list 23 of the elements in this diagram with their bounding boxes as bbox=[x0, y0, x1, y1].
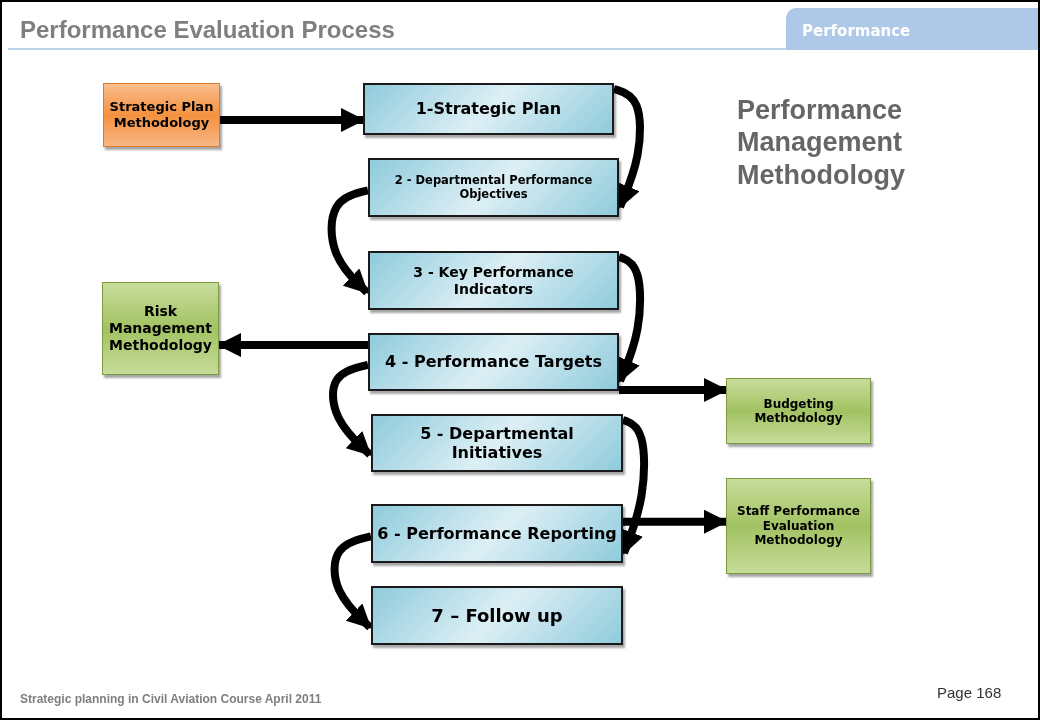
header-tab: Performance bbox=[786, 8, 1038, 50]
side-heading: Performance Management Methodology bbox=[737, 94, 906, 192]
curved-arrow bbox=[330, 532, 373, 631]
process-box: 5 - Departmental Initiatives bbox=[371, 414, 623, 472]
methodology-box: Risk Management Methodology bbox=[102, 282, 219, 375]
process-box: 1-Strategic Plan bbox=[363, 83, 614, 135]
methodology-box: Budgeting Methodology bbox=[726, 378, 871, 444]
curved-arrow bbox=[329, 361, 373, 458]
arrow bbox=[220, 108, 365, 132]
arrow bbox=[623, 509, 728, 534]
footer-note: Strategic planning in Civil Aviation Course April 2011 bbox=[20, 692, 322, 706]
process-box: 2 - Departmental Performance Objectives bbox=[368, 158, 619, 217]
process-box: 6 - Performance Reporting bbox=[371, 504, 623, 563]
process-box: 4 - Performance Targets bbox=[368, 333, 619, 391]
process-box: 3 - Key Performance Indicators bbox=[368, 251, 619, 310]
curved-arrow bbox=[327, 186, 370, 296]
process-box: 7 – Follow up bbox=[371, 586, 623, 645]
methodology-box: Strategic Plan Methodology bbox=[103, 83, 220, 147]
arrow bbox=[217, 333, 368, 357]
arrow bbox=[619, 378, 728, 402]
methodology-box: Staff Performance Evaluation Methodology bbox=[726, 478, 871, 574]
page-number: Page 168 bbox=[937, 684, 1002, 701]
title: Performance Evaluation Process bbox=[20, 16, 395, 44]
